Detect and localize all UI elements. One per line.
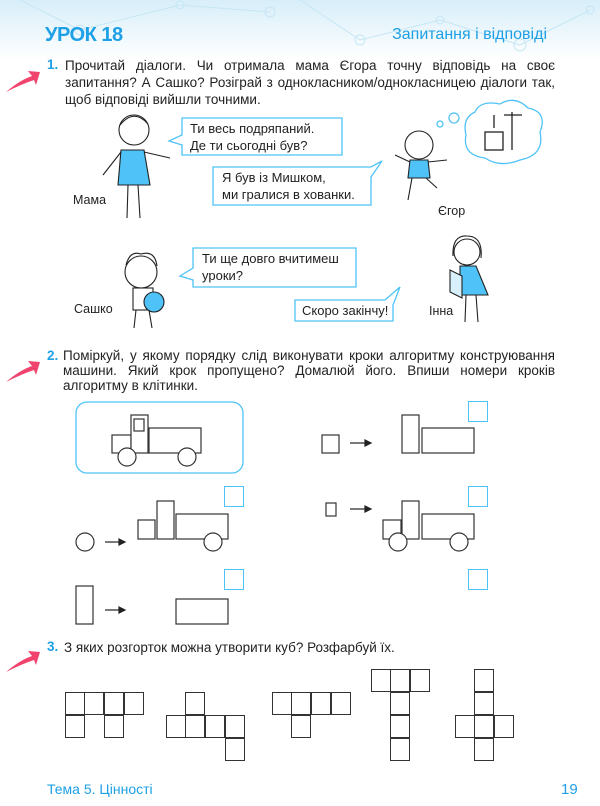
pink-arrow-icon xyxy=(6,71,40,672)
speaker-label: Сашко xyxy=(74,302,113,316)
net-cell[interactable] xyxy=(390,738,411,761)
net-cell[interactable] xyxy=(474,715,495,738)
bubble-line: ми гралися в хованки. xyxy=(222,187,355,202)
net-cell[interactable] xyxy=(291,715,312,738)
net-cell[interactable] xyxy=(65,692,85,715)
net-cell[interactable] xyxy=(494,715,515,738)
net-cell[interactable] xyxy=(84,692,105,715)
net-cell[interactable] xyxy=(474,669,495,692)
task-number: 3. xyxy=(47,639,59,654)
lesson-title: УРОК 18 xyxy=(45,24,123,46)
net-cell[interactable] xyxy=(390,715,411,738)
net-cell[interactable] xyxy=(65,715,85,738)
net-cell[interactable] xyxy=(272,692,292,715)
net-cell[interactable] xyxy=(225,738,246,761)
bubble-line: Ти ще довго вчитимеш xyxy=(202,251,339,266)
bubble-sashko: Ти ще довго вчитимеш уроки? xyxy=(202,250,339,284)
net-cell[interactable] xyxy=(104,715,125,738)
bubble-line: Де ти сьогодні був? xyxy=(190,138,308,153)
mama-figure xyxy=(102,114,171,219)
net-cell[interactable] xyxy=(124,692,145,715)
net-cell[interactable] xyxy=(104,692,125,715)
step-add-window xyxy=(325,500,475,552)
reference-truck-frame xyxy=(75,401,244,474)
sashko-figure xyxy=(124,252,165,329)
header-background xyxy=(0,0,600,60)
answer-box[interactable] xyxy=(468,486,488,507)
step-add-cab-box xyxy=(321,414,475,454)
task-number: 2. xyxy=(47,348,59,363)
truck-drawings xyxy=(75,414,475,625)
inna-figure xyxy=(449,235,489,323)
answer-box[interactable] xyxy=(468,401,488,422)
bubble-inna: Скоро закінчу! xyxy=(302,302,388,319)
step-add-wheel xyxy=(75,500,229,552)
task-text: Поміркуй, у якому порядку слід виконуват… xyxy=(63,348,555,393)
page-number: 19 xyxy=(561,781,578,798)
bubble-mama: Ти весь подряпаний. Де ти сьогодні був? xyxy=(190,120,314,154)
net-cell[interactable] xyxy=(225,715,246,738)
answer-box[interactable] xyxy=(224,569,244,590)
speaker-label: Єгор xyxy=(438,204,466,218)
net-cell[interactable] xyxy=(455,715,475,738)
net-cell[interactable] xyxy=(185,692,206,715)
net-cell[interactable] xyxy=(390,692,411,715)
net-cell[interactable] xyxy=(311,692,332,715)
answer-box[interactable] xyxy=(224,486,244,507)
speaker-label: Інна xyxy=(429,304,454,318)
bubble-line: уроки? xyxy=(202,268,243,283)
answer-box[interactable] xyxy=(468,569,488,590)
bubble-line: Я був із Мишком, xyxy=(222,170,326,185)
net-cell[interactable] xyxy=(371,669,391,692)
lesson-topic: Запитання і відповіді xyxy=(392,26,547,43)
bubble-egor: Я був із Мишком, ми гралися в хованки. xyxy=(222,169,355,203)
bubble-line: Ти весь подряпаний. xyxy=(190,121,315,136)
net-cell[interactable] xyxy=(474,738,495,761)
net-cell[interactable] xyxy=(166,715,186,738)
net-cell[interactable] xyxy=(291,692,312,715)
task-text: З яких розгорток можна утворити куб? Роз… xyxy=(64,640,395,655)
step-add-cabin xyxy=(75,585,229,625)
speaker-label: Мама xyxy=(73,193,107,207)
net-cell[interactable] xyxy=(390,669,411,692)
net-cell[interactable] xyxy=(410,669,431,692)
arrow-icons xyxy=(105,439,373,614)
net-cell[interactable] xyxy=(185,715,206,738)
net-cell[interactable] xyxy=(205,715,226,738)
footer-theme: Тема 5. Цінності xyxy=(47,781,153,797)
speech-bubbles xyxy=(167,117,401,322)
net-cell[interactable] xyxy=(474,692,495,715)
net-cell[interactable] xyxy=(331,692,352,715)
construction-thought-cloud xyxy=(436,99,543,165)
bubble-line: Скоро закінчу! xyxy=(302,303,389,318)
egor-figure xyxy=(394,130,448,201)
complete-truck xyxy=(111,414,202,467)
task-number: 1. xyxy=(47,57,59,72)
task-text: Прочитай діалоги. Чи отримала мама Єгора… xyxy=(65,58,555,107)
network-decoration xyxy=(19,0,595,52)
